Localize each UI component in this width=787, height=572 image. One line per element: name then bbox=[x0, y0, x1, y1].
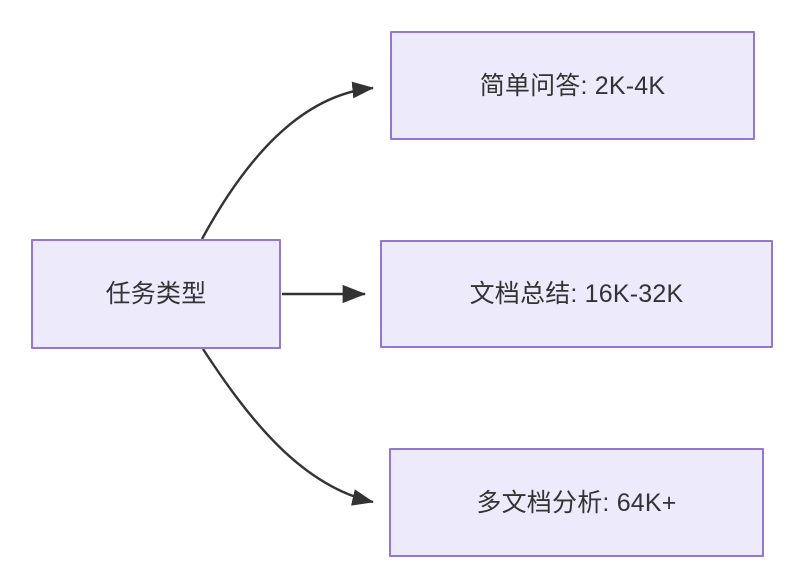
node-task-type-label: 任务类型 bbox=[105, 280, 207, 308]
edge-task-type-to-multi-doc-analysis bbox=[201, 348, 374, 506]
node-simple-qa-label: 简单问答: 2K-4K bbox=[479, 71, 666, 100]
node-simple-qa[interactable]: 简单问答: 2K-4K bbox=[390, 31, 755, 140]
node-doc-summary[interactable]: 文档总结: 16K-32K bbox=[380, 240, 773, 348]
node-task-type[interactable]: 任务类型 bbox=[31, 239, 281, 349]
node-doc-summary-label: 文档总结: 16K-32K bbox=[469, 280, 684, 308]
node-multi-doc-analysis[interactable]: 多文档分析: 64K+ bbox=[389, 448, 764, 557]
edge-task-type-to-simple-qa bbox=[200, 81, 374, 240]
node-multi-doc-analysis-label: 多文档分析: 64K+ bbox=[476, 488, 677, 517]
